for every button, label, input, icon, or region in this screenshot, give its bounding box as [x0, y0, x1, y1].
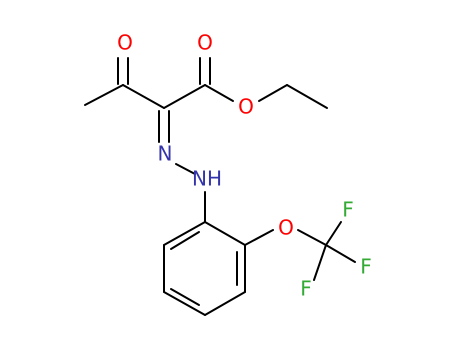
bond-c-f-top [325, 221, 342, 246]
bond-c-f-right [325, 244, 356, 263]
ring-bond-6 [163, 221, 206, 246]
bond-group [84, 57, 356, 316]
atom-o-ether: O [278, 216, 294, 240]
bond-c-f-bottom [313, 244, 327, 281]
ring-double-3 [170, 231, 200, 250]
atom-labels: O O O N NH O F F F [117, 31, 372, 301]
atom-f-top: F [342, 198, 354, 222]
bond-ch2-ch3 [286, 84, 328, 109]
atom-f-bottom: F [300, 277, 312, 301]
ring-bond-4 [163, 291, 206, 316]
ring-bond-3 [204, 291, 246, 316]
atom-f-right: F [360, 255, 372, 279]
bond-o-ch2 [258, 84, 288, 102]
atom-o-ketone: O [117, 31, 133, 55]
bond-central-ester [163, 84, 206, 109]
bond-o-cf3 [297, 229, 327, 246]
bond-methyl-ketone [84, 84, 124, 106]
atom-o-ester-ether: O [238, 95, 254, 119]
bond-ketone-central [122, 84, 165, 109]
bond-ring-o [244, 229, 274, 246]
atom-o-ester-carbonyl: O [197, 31, 213, 55]
ring-bond-1 [204, 221, 246, 246]
bond-n-nh [175, 163, 196, 175]
atom-n-imine: N [158, 142, 173, 166]
ring-double-2 [170, 288, 200, 306]
bond-ester-o [204, 84, 234, 102]
atom-nh-amine: NH [192, 167, 222, 191]
